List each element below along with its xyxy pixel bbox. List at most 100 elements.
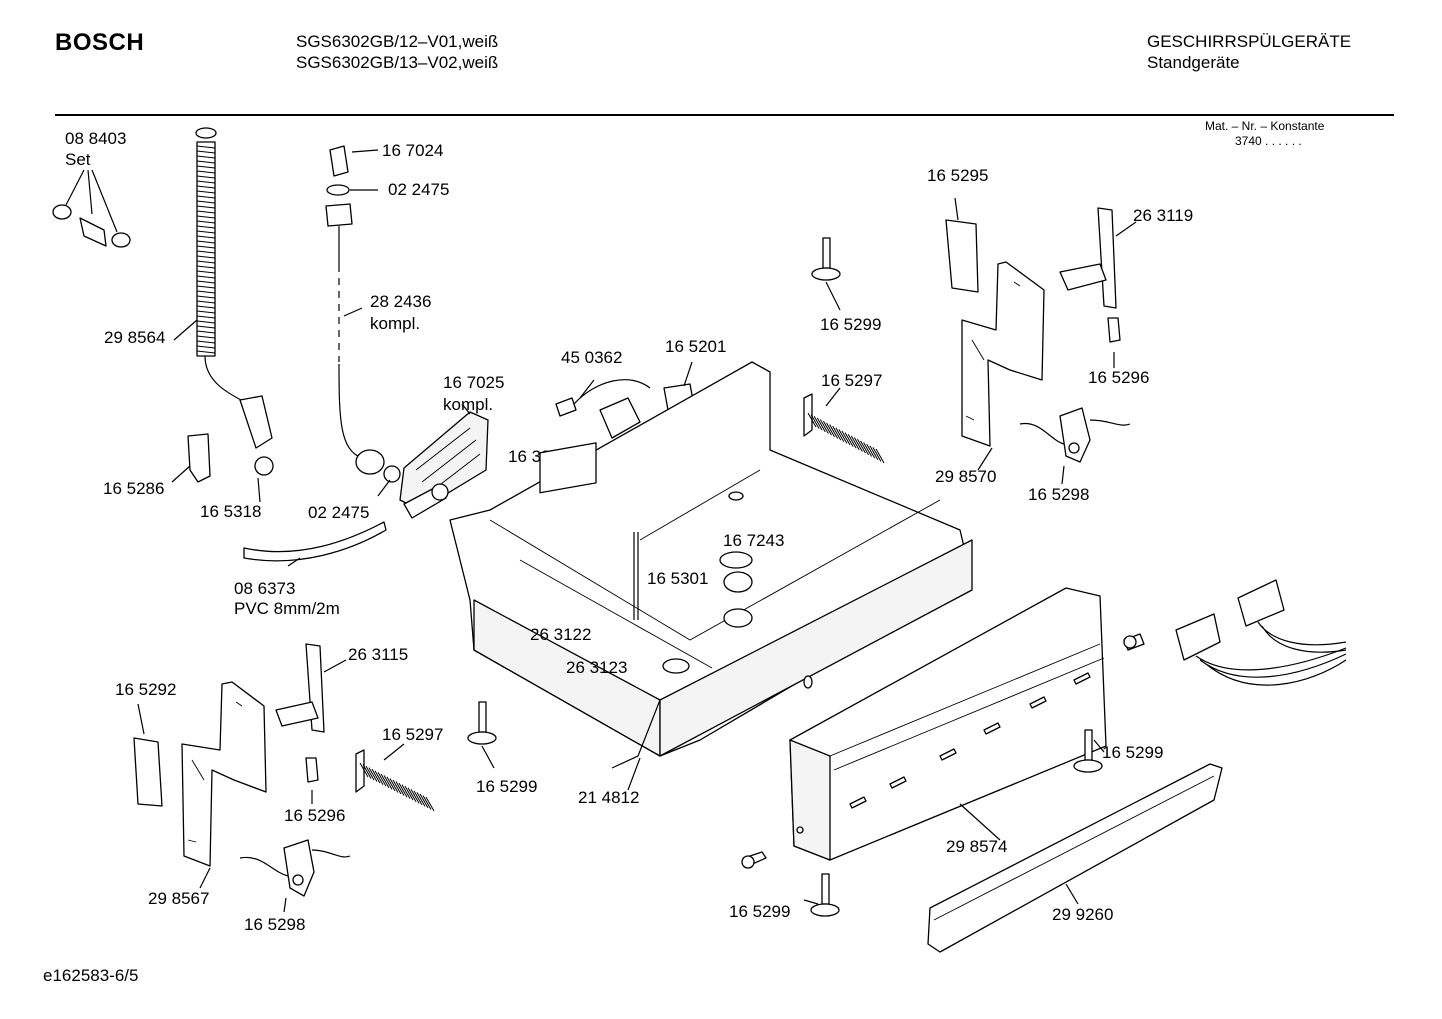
product-category: GESCHIRRSPÜLGERÄTE Standgeräte: [1147, 31, 1351, 73]
hatch-line: [196, 180, 216, 184]
label-165297-top: 16 5297: [821, 371, 882, 390]
hatch-line: [196, 275, 216, 279]
brand-logo: BOSCH: [55, 29, 145, 56]
hatch-line: [819, 419, 829, 434]
hatch-line: [838, 429, 848, 444]
hatch-line: [196, 170, 216, 174]
label-165299-right: 16 5299: [1102, 743, 1163, 762]
hatch-line: [196, 265, 216, 269]
hatch-line: [866, 443, 876, 459]
panel-slot: [849, 796, 867, 809]
label-165299-mid: 16 5299: [476, 777, 537, 796]
label-298570: 29 8570: [935, 467, 996, 486]
hatch-line: [196, 260, 216, 264]
hinge-spring-left: [355, 743, 435, 812]
hatch-line: [196, 305, 216, 309]
label-263122: 26 3122: [530, 625, 591, 644]
label-299260: 29 9260: [1052, 905, 1113, 924]
hatch-line: [829, 424, 839, 439]
hatch-line: [857, 438, 866, 454]
hatch-line: [196, 220, 216, 224]
hatch-line: [362, 764, 372, 779]
model-numbers: SGS6302GB/12–V01,weiß SGS6302GB/13–V02,w…: [296, 31, 498, 73]
valve-assembly: [399, 403, 489, 519]
hatch-line: [853, 437, 863, 452]
hatch-line: [371, 768, 381, 784]
cable-harness: [1123, 579, 1347, 686]
model-line-1: SGS6302GB/12–V01,weiß: [296, 32, 499, 51]
diagram-code: e162583-6/5: [43, 966, 139, 985]
label-263115: 26 3115: [348, 645, 408, 664]
hatch-line: [196, 255, 216, 259]
material-value: 3740 . . . . . .: [1235, 134, 1302, 148]
hatch-line: [407, 787, 417, 802]
label-086373: 08 6373: [234, 579, 295, 598]
hatch-line: [196, 240, 216, 244]
label-165298-right: 16 5298: [1028, 485, 1089, 504]
hatch-line: [416, 792, 426, 807]
label-165296-left: 16 5296: [284, 806, 345, 825]
category-title: GESCHIRRSPÜLGERÄTE: [1147, 32, 1352, 51]
hatch-line: [398, 782, 408, 798]
label-086373-note: PVC 8mm/2m: [234, 599, 340, 618]
hatch-line: [196, 270, 216, 274]
hinge-spring-top: [803, 387, 885, 464]
hatch-line: [196, 350, 216, 354]
hatch-line: [380, 773, 390, 789]
hatch-line: [374, 770, 384, 785]
label-165298-left: 16 5298: [244, 915, 305, 934]
hatch-line: [401, 784, 411, 799]
label-282436: 28 2436: [370, 292, 431, 311]
corrugated-drain-hose: [173, 127, 274, 476]
hatch-line: [196, 280, 216, 284]
label-088403-note: Set: [65, 150, 91, 169]
hatch-line: [196, 330, 216, 334]
panel-slot: [939, 748, 957, 761]
hatch-line: [422, 795, 432, 810]
hatch-line: [196, 310, 216, 314]
screw-bottom: [741, 851, 840, 917]
label-263119: 26 3119: [1133, 206, 1193, 225]
hatch-line: [196, 320, 216, 324]
hatch-line: [826, 422, 835, 438]
kick-panel: [789, 587, 1107, 861]
label-022475-bottom: 02 2475: [308, 503, 369, 522]
pvc-tube: [243, 521, 387, 567]
plinth-trim: [927, 763, 1223, 953]
hatch-line: [413, 790, 423, 806]
hatch-line: [196, 245, 216, 249]
hatch-line: [844, 432, 854, 447]
label-298564: 29 8564: [104, 328, 165, 347]
hatch-line: [196, 150, 216, 154]
door-switch-left: [239, 839, 351, 913]
label-282436-note: kompl.: [370, 314, 420, 333]
hatch-line: [365, 765, 375, 781]
hatch-line: [823, 420, 832, 436]
label-214812: 21 4812: [578, 788, 639, 807]
bracket-left: [133, 643, 347, 889]
model-line-2: SGS6302GB/13–V02,weiß: [296, 53, 499, 72]
hatch-line: [813, 416, 823, 431]
inlet-hose: [325, 145, 401, 497]
hatch-line: [425, 796, 435, 812]
panel-slot: [983, 722, 1001, 735]
label-167025: 16 7025: [443, 373, 504, 392]
hatch-line: [196, 165, 216, 169]
hatch-line: [196, 210, 216, 214]
header-divider: [55, 114, 1394, 116]
hatch-line: [196, 205, 216, 209]
hatch-line: [196, 325, 216, 329]
category-subtitle: Standgeräte: [1147, 53, 1240, 72]
hatch-line: [196, 335, 216, 339]
hatch-line: [196, 185, 216, 189]
panel-slot: [1029, 696, 1047, 709]
hatch-line: [850, 435, 860, 451]
hatch-line: [872, 447, 882, 462]
hatch-line: [196, 315, 216, 319]
screw-top: [811, 237, 841, 311]
label-165299-top: 16 5299: [820, 315, 881, 334]
screw-right: [1073, 729, 1105, 773]
label-167025-note: kompl.: [443, 395, 493, 414]
label-167024: 16 7024: [382, 141, 443, 160]
